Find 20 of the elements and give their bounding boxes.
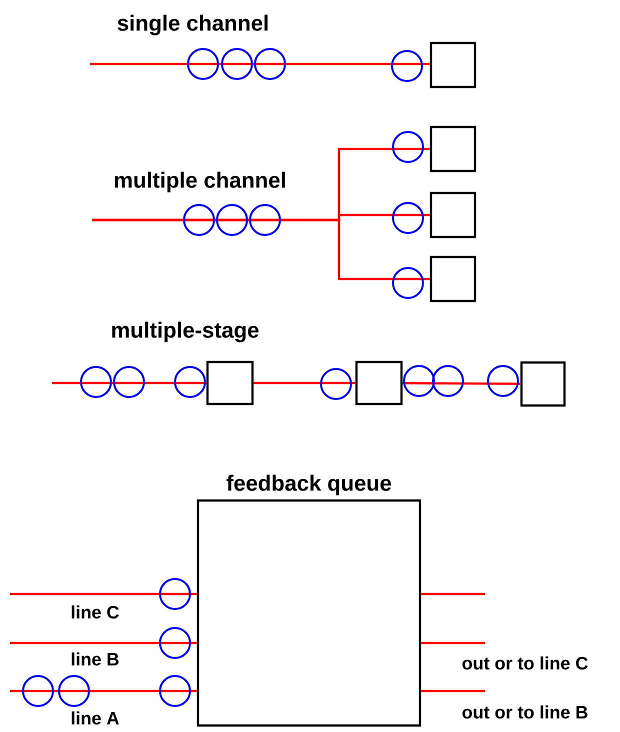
caption-text: out or to line C (462, 656, 588, 670)
caption-text: single channel (118, 14, 268, 36)
node-label: feedback queue (226, 474, 392, 496)
feedback-box: feedback queue (196, 474, 422, 727)
caption-text: out or to line B (462, 705, 588, 719)
caption-text: line A (72, 711, 119, 725)
queue-line (421, 690, 485, 692)
server-box (430, 256, 476, 302)
queue-line (421, 592, 485, 596)
server-box (520, 361, 566, 407)
caption-text: line C (72, 605, 119, 619)
server-box (430, 42, 476, 88)
server-box (430, 126, 476, 172)
server-box (206, 360, 254, 406)
caption-text: line B (72, 652, 119, 666)
caption-text: multiple channel (114, 172, 285, 192)
caption-text: multiple-stage (112, 322, 259, 342)
queue-line (421, 642, 485, 644)
server-box (355, 360, 403, 406)
server-box (430, 192, 476, 238)
